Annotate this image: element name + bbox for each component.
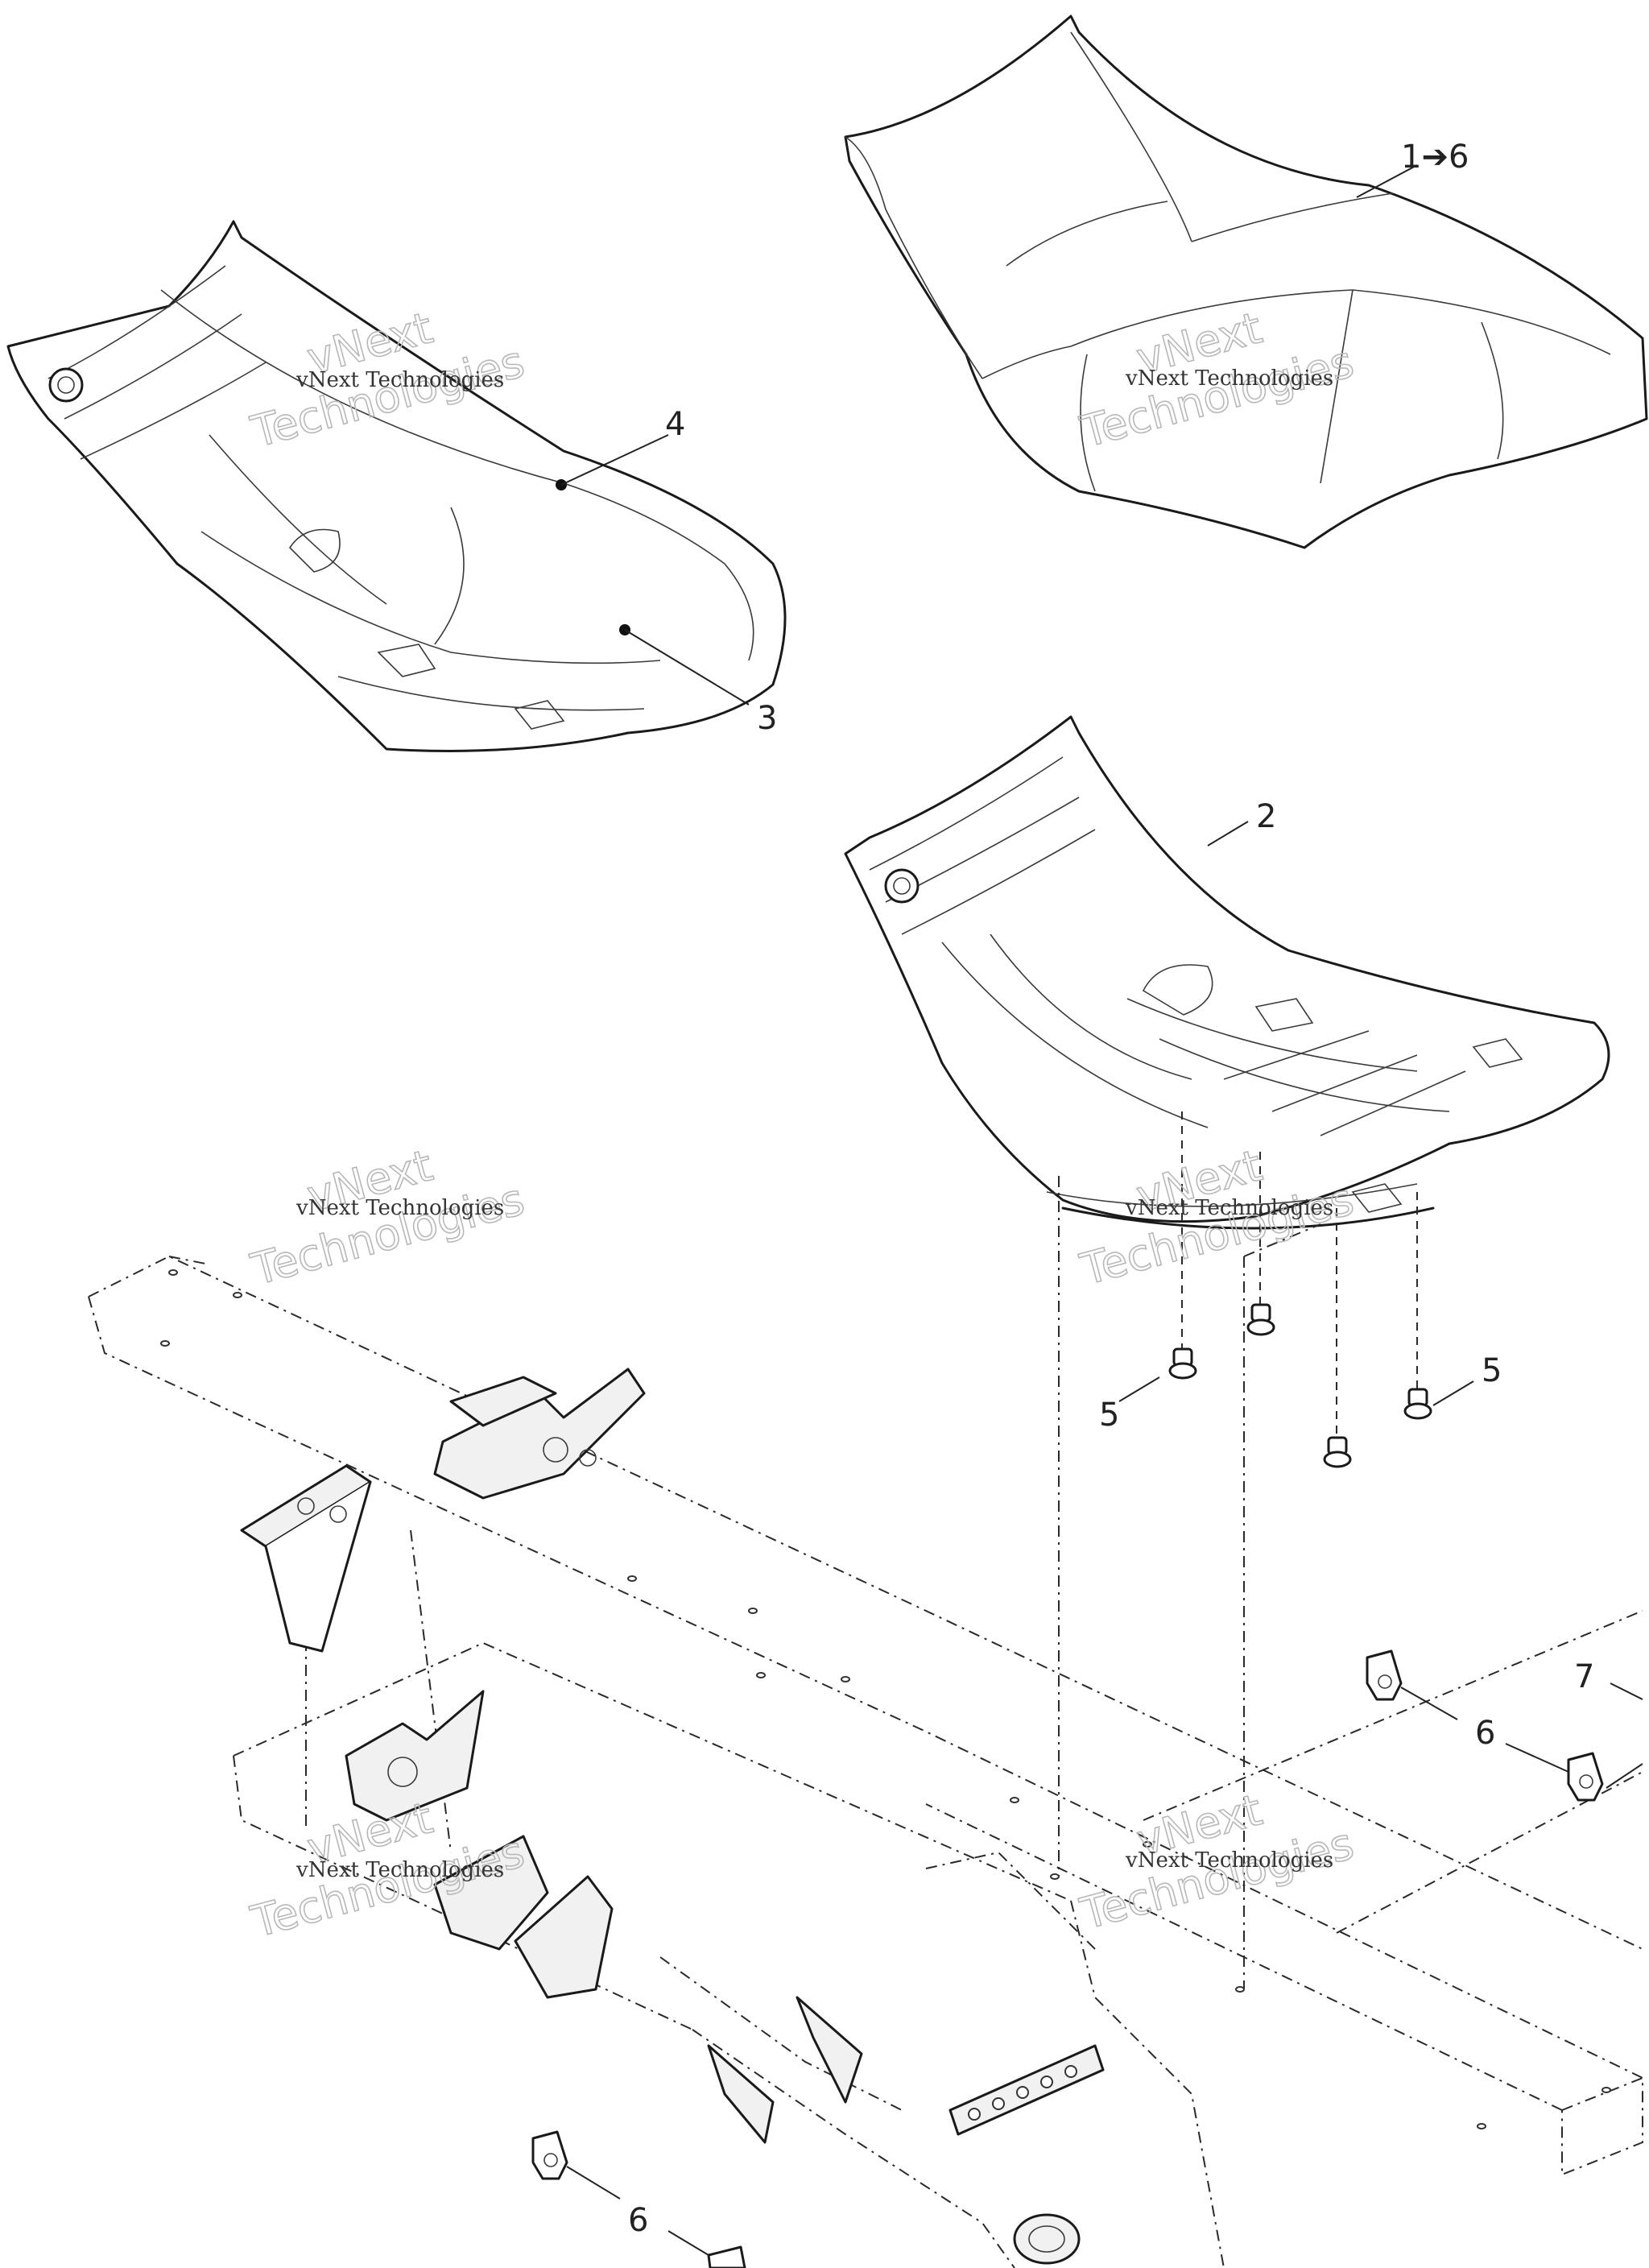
watermark-small: vNext Technologies — [1125, 1196, 1333, 1220]
callout-7: 7 — [1574, 1658, 1594, 1695]
watermark-small: vNext Technologies — [1125, 366, 1333, 391]
callout-1-to-6: 1➔6 — [1401, 139, 1469, 176]
callout-3: 3 — [757, 700, 777, 737]
seat-base[interactable] — [844, 715, 1610, 1230]
watermark-small: vNext Technologies — [295, 368, 504, 392]
seat-assembly[interactable] — [844, 14, 1648, 549]
frame-assembly — [88, 1176, 1643, 2268]
grommet-3 — [1323, 1208, 1352, 1468]
callout-5-right: 5 — [1482, 1352, 1502, 1389]
seat-base-with-foam[interactable] — [6, 220, 787, 752]
grommet-1 — [1168, 1111, 1197, 1380]
bumper-1 — [1366, 1649, 1403, 1701]
watermark-small: vNext Technologies — [1125, 1848, 1333, 1873]
bumper-2 — [1567, 1752, 1604, 1802]
grommet-4 — [1403, 1192, 1432, 1420]
callouts: 1➔6 4 3 2 5 5 7 6 6 — [628, 139, 1594, 2239]
callout-6-left: 6 — [628, 2202, 648, 2239]
callout-4: 4 — [665, 406, 685, 443]
callout-5-left: 5 — [1099, 1397, 1119, 1434]
watermark-small: vNext Technologies — [295, 1196, 504, 1220]
grommet-2 — [1246, 1152, 1275, 1336]
grommet-fasteners[interactable] — [1168, 1111, 1432, 1468]
bumper-3 — [531, 2130, 568, 2180]
leader-lines — [560, 164, 1643, 2256]
callout-6-right: 6 — [1475, 1715, 1495, 1752]
bumpers[interactable] — [531, 1649, 1604, 2268]
callout-2: 2 — [1256, 798, 1276, 835]
watermark-small: vNext Technologies — [295, 1858, 504, 1882]
